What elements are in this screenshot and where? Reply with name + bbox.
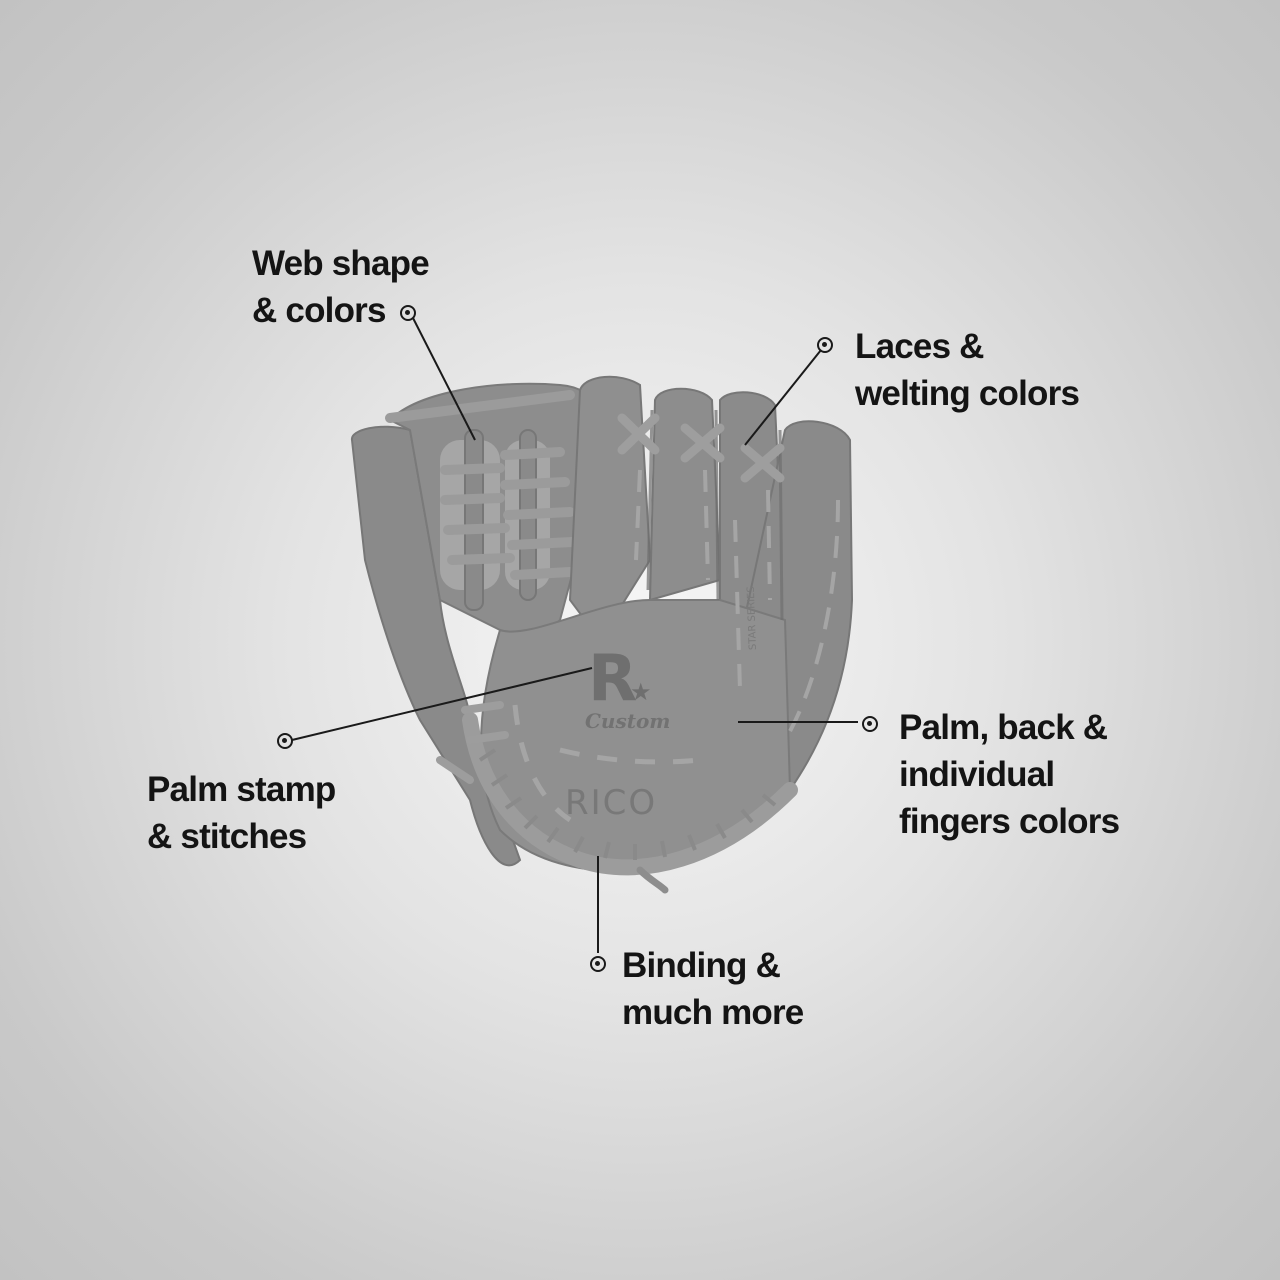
leader-web — [412, 317, 476, 441]
finger-stamp: STAR SERIES — [746, 586, 759, 650]
callout-laces-line1: Laces & — [855, 327, 984, 366]
callout-palm-back: Palm, back & individual fingers colors — [899, 704, 1120, 845]
palm-logo-letter: R — [588, 642, 637, 716]
palm-back-marker-icon — [862, 716, 878, 732]
callout-web-line1: Web shape — [252, 244, 430, 283]
laces-marker-icon — [817, 337, 833, 353]
callout-laces: Laces & welting colors — [855, 323, 1080, 417]
callout-palm-stamp-line2: & stitches — [147, 817, 307, 856]
glove-body — [351, 375, 854, 894]
web-marker-icon — [400, 305, 416, 321]
callout-palm-back-line2: individual — [899, 755, 1055, 794]
callout-web: Web shape & colors — [252, 240, 430, 334]
leader-laces — [744, 349, 822, 446]
callout-binding-line2: much more — [622, 993, 804, 1032]
palm-stamp-marker-icon — [277, 733, 293, 749]
callout-palm-back-line1: Palm, back & — [899, 708, 1108, 747]
callout-binding-line1: Binding & — [622, 946, 781, 985]
callout-palm-back-line3: fingers colors — [899, 802, 1120, 841]
leader-lines — [291, 317, 858, 953]
callout-palm-stamp-line1: Palm stamp — [147, 770, 336, 809]
palm-logo-star: ★ — [630, 678, 652, 706]
callout-binding: Binding & much more — [622, 942, 804, 1036]
brand-stamp: RICO — [565, 783, 657, 823]
palm-logo-script: Custom — [585, 709, 670, 733]
binding-marker-icon — [590, 956, 606, 972]
callout-web-line2: & colors — [252, 291, 386, 330]
callout-laces-line2: welting colors — [855, 374, 1080, 413]
leader-palm-stamp — [291, 667, 593, 741]
callout-palm-stamp: Palm stamp & stitches — [147, 766, 336, 860]
